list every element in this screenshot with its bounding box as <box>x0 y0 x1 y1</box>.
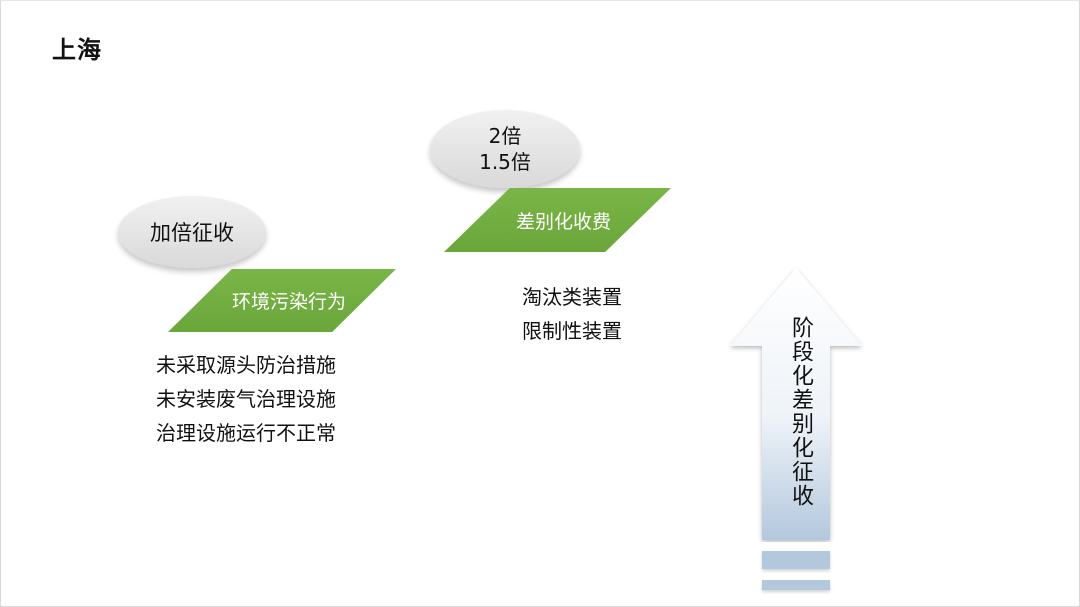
bubble-double-charge-label: 加倍征收 <box>150 221 234 245</box>
bubble-multiplier-line: 1.5倍 <box>479 150 531 174</box>
bubble-multiplier-line: 2倍 <box>488 124 522 148</box>
parallelogram-differential-label: 差别化收费 <box>515 210 611 233</box>
arrow-label: 阶段化差别化征收 <box>788 316 813 508</box>
list-item: 未采取源头防治措施 <box>156 353 336 377</box>
bubble-double-charge: 加倍征收 <box>118 196 266 268</box>
arrow-tail-stripe <box>762 580 830 590</box>
list-item: 淘汰类装置 <box>522 285 622 309</box>
device-type-list: 淘汰类装置 限制性装置 <box>522 280 622 348</box>
parallelogram-pollution-behavior: 环境污染行为 <box>168 269 396 332</box>
list-item: 限制性装置 <box>522 319 622 343</box>
list-item: 未安装废气治理设施 <box>156 387 336 411</box>
up-arrow: 阶段化差别化征收 <box>728 266 864 542</box>
list-item: 治理设施运行不正常 <box>156 421 336 445</box>
parallelogram-differential-charge: 差别化收费 <box>444 188 671 252</box>
bubble-multiplier: 2倍 1.5倍 <box>430 110 580 188</box>
pollution-behavior-list: 未采取源头防治措施 未安装废气治理设施 治理设施运行不正常 <box>156 348 336 450</box>
parallelogram-pollution-label: 环境污染行为 <box>231 291 346 313</box>
up-arrow-icon <box>730 268 862 540</box>
slide-title: 上海 <box>52 36 102 64</box>
arrow-tail-stripe <box>762 551 830 569</box>
